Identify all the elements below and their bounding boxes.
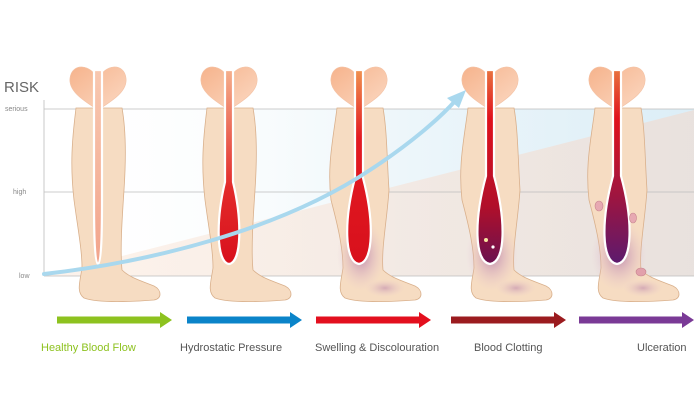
leg-1 bbox=[69, 66, 161, 303]
leg-5 bbox=[587, 66, 680, 303]
level-label-serious: serious bbox=[5, 106, 28, 113]
stage-arrow-3 bbox=[316, 312, 431, 328]
leg-4 bbox=[460, 66, 553, 303]
stage-label-swelling-discolouration: Swelling & Discolouration bbox=[315, 342, 440, 354]
stage-arrow-1 bbox=[57, 312, 172, 328]
stage-arrow-2 bbox=[187, 312, 302, 328]
level-label-high: high bbox=[13, 189, 26, 196]
stage-arrows bbox=[57, 312, 694, 328]
stage-label-blood-clotting: Blood Clotting bbox=[474, 342, 543, 354]
stage-arrow-4 bbox=[451, 312, 566, 328]
stage-label-hydrostatic-pressure: Hydrostatic Pressure bbox=[180, 342, 283, 354]
stage-label-ulceration: Ulceration bbox=[637, 342, 687, 354]
leg-2 bbox=[200, 66, 292, 303]
legs-group bbox=[69, 66, 680, 303]
stage-label-healthy-blood-flow: Healthy Blood Flow bbox=[41, 342, 136, 354]
risk-axis-title: RISK bbox=[4, 79, 39, 96]
level-label-low: low bbox=[19, 273, 30, 280]
rising-risk-trend-arrow bbox=[42, 98, 458, 276]
leg-3 bbox=[329, 66, 422, 303]
trend-arrow-head-icon bbox=[447, 90, 466, 108]
stage-arrow-5 bbox=[579, 312, 694, 328]
